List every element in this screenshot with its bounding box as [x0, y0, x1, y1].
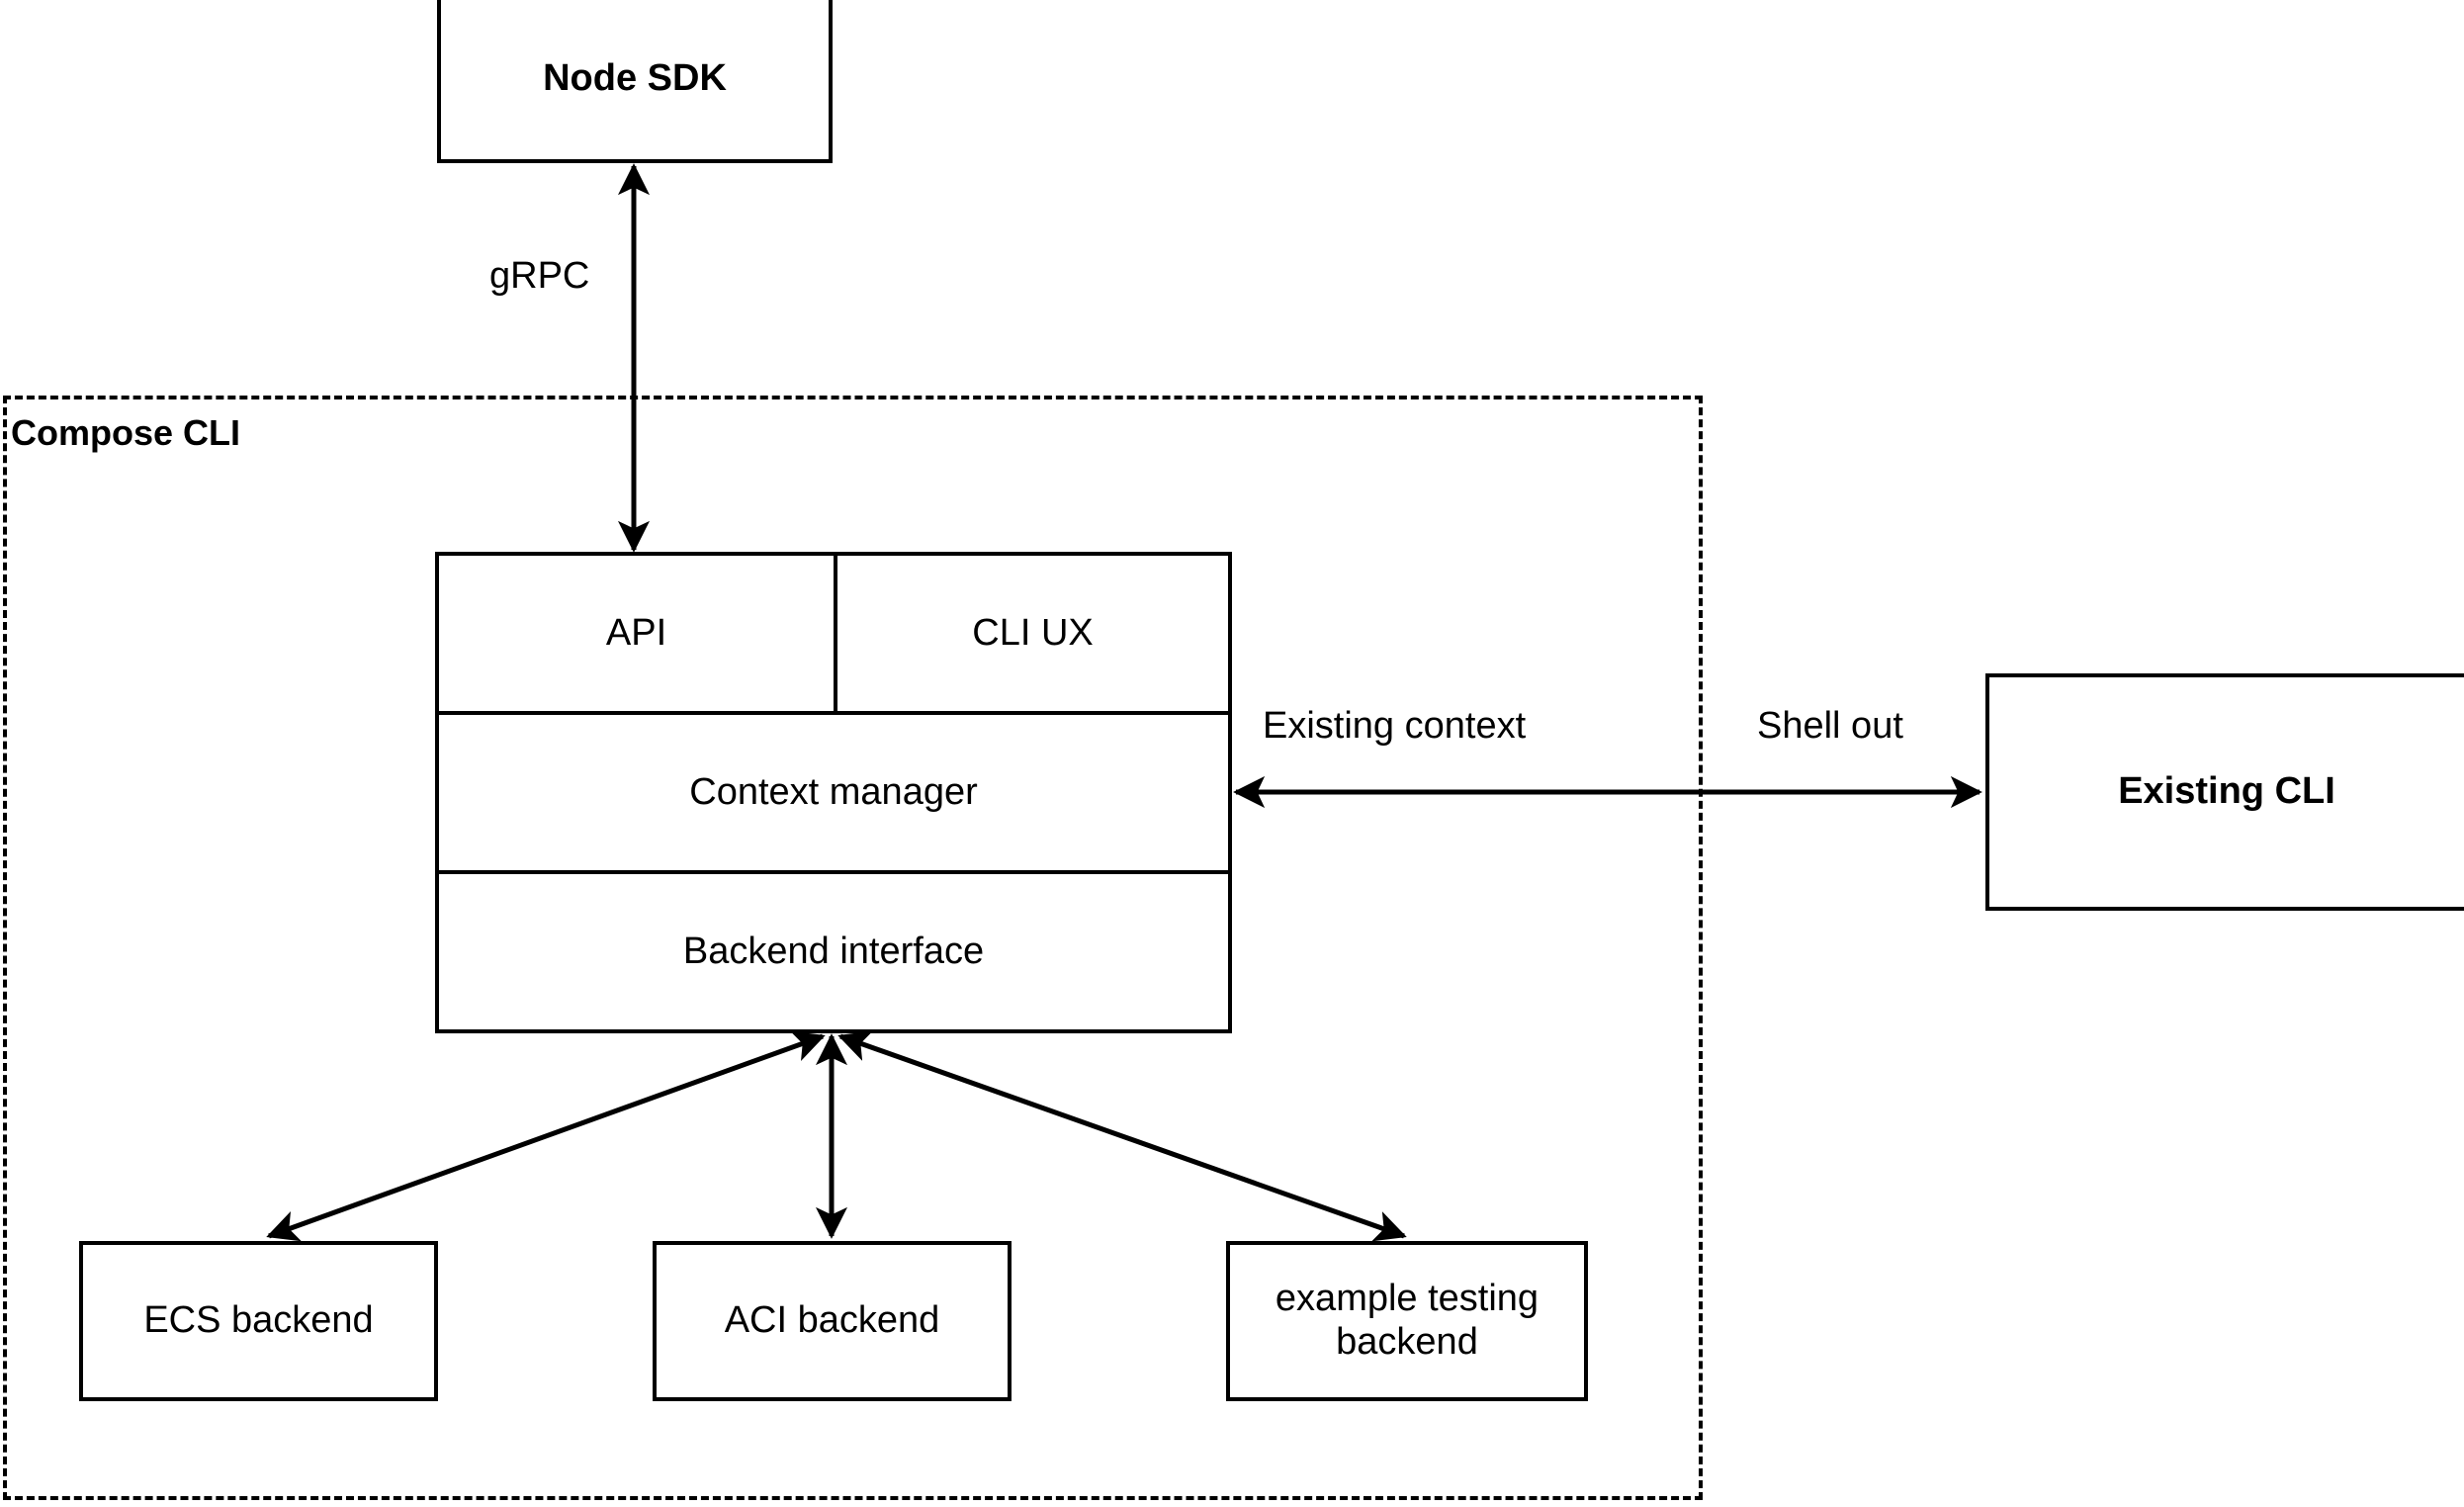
group-compose-cli [3, 396, 1703, 1500]
edge-backend-example-testing-line [837, 1030, 1407, 1242]
node-example-testing-backend[interactable]: example testing backend [1226, 1241, 1588, 1401]
compose-cli-stack: API CLI UX Context manager Backend inter… [435, 552, 1232, 1033]
node-cli-ux-label: CLI UX [972, 612, 1094, 654]
node-ecs-backend-label: ECS backend [143, 1299, 374, 1342]
node-backend-interface[interactable]: Backend interface [439, 874, 1228, 1029]
node-existing-cli[interactable]: Existing CLI [1985, 673, 2464, 911]
edge-backend-ecs-line [266, 1030, 826, 1242]
node-api-label: API [605, 612, 667, 654]
node-context-manager-label: Context manager [689, 771, 978, 813]
node-node-sdk-label: Node SDK [543, 57, 727, 100]
node-cli-ux[interactable]: CLI UX [834, 556, 1228, 711]
node-example-testing-backend-label: example testing backend [1275, 1278, 1540, 1363]
stack-row-api-cliux: API CLI UX [439, 556, 1228, 711]
node-api[interactable]: API [439, 556, 834, 711]
node-context-manager[interactable]: Context manager [439, 715, 1228, 870]
node-aci-backend[interactable]: ACI backend [653, 1241, 1012, 1401]
group-compose-cli-label: Compose CLI [11, 412, 241, 453]
stack-row-backend-interface: Backend interface [439, 870, 1228, 1029]
node-backend-interface-label: Backend interface [682, 931, 985, 972]
node-aci-backend-label: ACI backend [724, 1299, 940, 1342]
edge-label-grpc: gRPC [489, 255, 590, 297]
edge-label-shell-out: Shell out [1757, 705, 1903, 747]
node-ecs-backend[interactable]: ECS backend [79, 1241, 438, 1401]
node-node-sdk[interactable]: Node SDK [437, 0, 833, 163]
edge-label-existing-context: Existing context [1263, 705, 1527, 747]
node-existing-cli-label: Existing CLI [2118, 770, 2335, 813]
stack-row-context-manager: Context manager [439, 711, 1228, 870]
